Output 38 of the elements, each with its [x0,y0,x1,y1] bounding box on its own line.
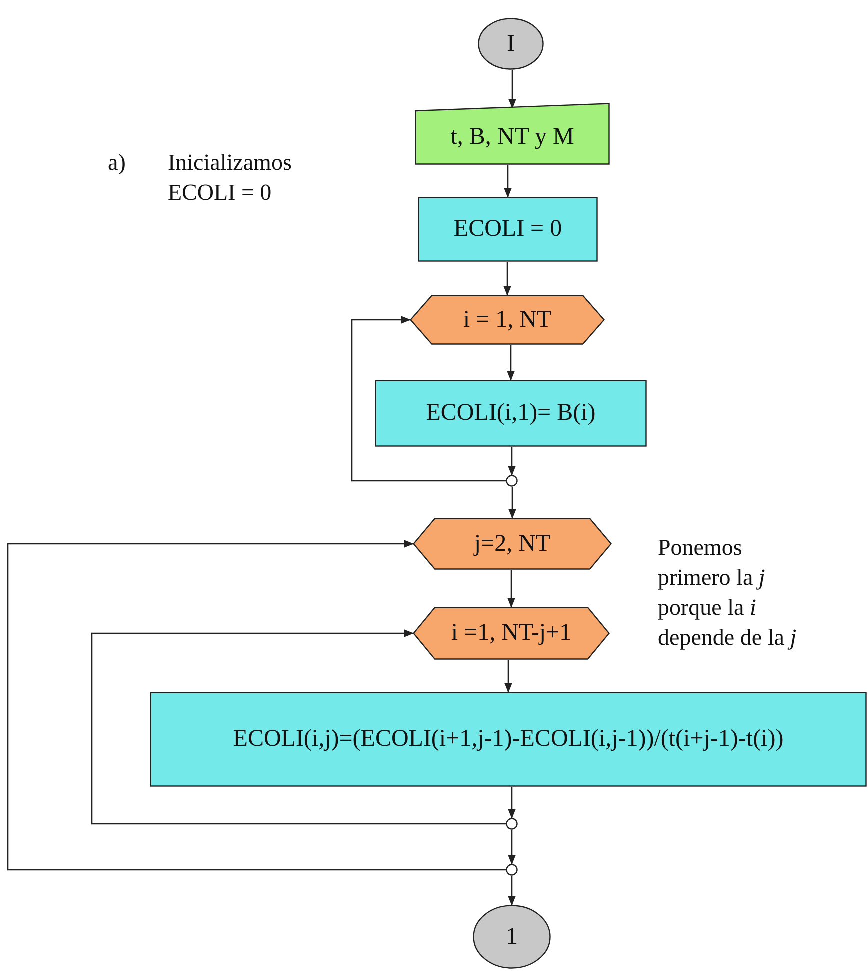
arrow [508,70,516,109]
node-text: I [507,30,515,58]
arrow [508,876,516,906]
node-text: ECOLI = 0 [454,216,562,243]
node-text: t, B, NT y M [450,124,574,150]
arrow [504,165,512,198]
process-box [375,380,647,447]
junction-circle [506,475,518,487]
loop-hexagon [413,607,610,660]
node-text: ECOLI(i,1)= B(i) [426,400,596,427]
arrow [508,830,516,865]
note-text: a) [108,149,127,177]
loop-hexagon [413,518,612,570]
process-box [150,692,867,787]
loop-hexagon [410,295,605,345]
junction-circle [506,818,518,830]
node-text: j=2, NT [474,530,551,558]
arrow [507,345,515,381]
node-text: ECOLI(i,j)=(ECOLI(i+1,j-1)-ECOLI(i,j-1))/(t(i+j-1)-t(i)) [233,726,784,753]
arrow [508,787,516,819]
node-text: 1 [506,924,518,950]
process-box [418,197,598,262]
arrow [504,262,512,296]
input-box [415,103,610,165]
arrow [508,447,516,476]
arrow [504,660,512,693]
arrow [508,570,516,608]
node-text: i =1, NT-j+1 [451,620,572,647]
terminal-circle [473,905,551,969]
arrow [351,316,506,482]
arrow [508,487,516,519]
note-text: Ponemos primero la j porque la i depende de la j [658,534,798,652]
terminal-circle [478,18,544,70]
node-text: i = 1, NT [463,306,552,334]
note-text: Inicializamos ECOLI = 0 [168,149,293,207]
junction-circle [506,864,518,876]
arrow [7,540,506,871]
arrow [91,630,506,825]
